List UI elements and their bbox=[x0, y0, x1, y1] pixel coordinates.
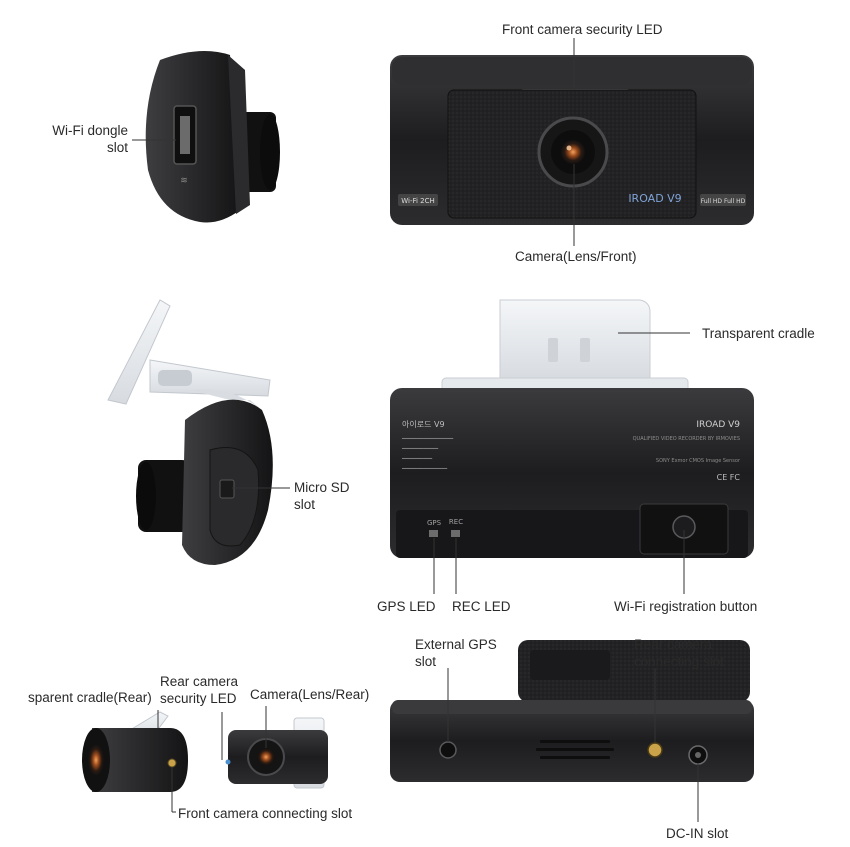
back-tagline-text: QUALIFIED VIDEO RECORDER BY IRMOVIES bbox=[633, 436, 740, 442]
bottom-view bbox=[390, 640, 754, 782]
back-model-text: 아이로드 V9 bbox=[402, 419, 445, 429]
back-spec-line-4: ━━━━━━━━━━━━━━━ bbox=[401, 466, 448, 472]
back-cert-text: CE FC bbox=[717, 473, 741, 482]
wifi-icon: ≋ bbox=[180, 176, 188, 186]
label-transparent-cradle: Transparent cradle bbox=[702, 326, 815, 341]
back-brand-text: IROAD V9 bbox=[696, 420, 740, 430]
label-rear-camera-connecting-slot-line1: Rear camera bbox=[634, 637, 713, 652]
rear-camera-port bbox=[647, 742, 663, 758]
label-dc-in-slot: DC-IN slot bbox=[666, 826, 729, 841]
badge-fullhd-text: Full HD Full HD bbox=[701, 198, 746, 205]
label-rear-security-led-line2: security LED bbox=[160, 691, 237, 706]
gps-led-marking: GPS bbox=[427, 519, 442, 527]
label-wifi-dongle-slot-line2: slot bbox=[106, 140, 128, 155]
label-micro-sd-slot-line1: Micro SD bbox=[294, 480, 350, 495]
label-transparent-cradle-rear: sparent cradle(Rear) bbox=[28, 690, 152, 705]
label-camera-lens-rear: Camera(Lens/Rear) bbox=[250, 687, 370, 702]
label-front-camera-connecting-slot: Front camera connecting slot bbox=[178, 806, 353, 821]
label-wifi-dongle-slot-line1: Wi-Fi dongle bbox=[52, 123, 128, 138]
badge-wifi-text: Wi-Fi 2CH bbox=[401, 197, 435, 205]
brand-logo-text: IROAD V9 bbox=[628, 192, 681, 205]
label-front-security-led: Front camera security LED bbox=[502, 22, 663, 37]
side-view-microsd bbox=[107, 299, 273, 565]
label-wifi-registration-button: Wi-Fi registration button bbox=[614, 599, 758, 614]
back-spec-line-2: ━━━━━━━━━━━━ bbox=[401, 446, 439, 452]
side-view-wifi: ≋ bbox=[145, 51, 280, 223]
label-gps-led: GPS LED bbox=[377, 599, 436, 614]
rear-camera-side bbox=[82, 711, 188, 792]
back-sensor-text: SONY Exmor CMOS Image Sensor bbox=[656, 458, 741, 464]
gps-led bbox=[429, 530, 438, 537]
front-view: Wi-Fi 2CH IROAD V9 Full HD Full HD bbox=[390, 55, 754, 225]
label-external-gps-slot-line1: External GPS bbox=[415, 637, 497, 652]
back-spec-line-1: ━━━━━━━━━━━━━━━━━ bbox=[401, 436, 454, 442]
rear-camera-front bbox=[225, 717, 328, 789]
label-rear-camera-connecting-slot-line2: connecting slot bbox=[634, 654, 725, 669]
label-micro-sd-slot-line2: slot bbox=[294, 497, 316, 512]
label-camera-lens-front: Camera(Lens/Front) bbox=[515, 249, 637, 264]
label-rear-security-led-line1: Rear camera bbox=[160, 674, 239, 689]
back-view: 아이로드 V9 ━━━━━━━━━━━━━━━━━ ━━━━━━━━━━━━ ━… bbox=[390, 299, 754, 558]
back-spec-line-3: ━━━━━━━━━━ bbox=[401, 456, 433, 462]
label-rec-led: REC LED bbox=[452, 599, 511, 614]
rec-led-marking: REC bbox=[449, 518, 463, 526]
label-external-gps-slot-line2: slot bbox=[415, 654, 437, 669]
external-gps-port bbox=[439, 741, 457, 759]
rec-led bbox=[451, 530, 460, 537]
